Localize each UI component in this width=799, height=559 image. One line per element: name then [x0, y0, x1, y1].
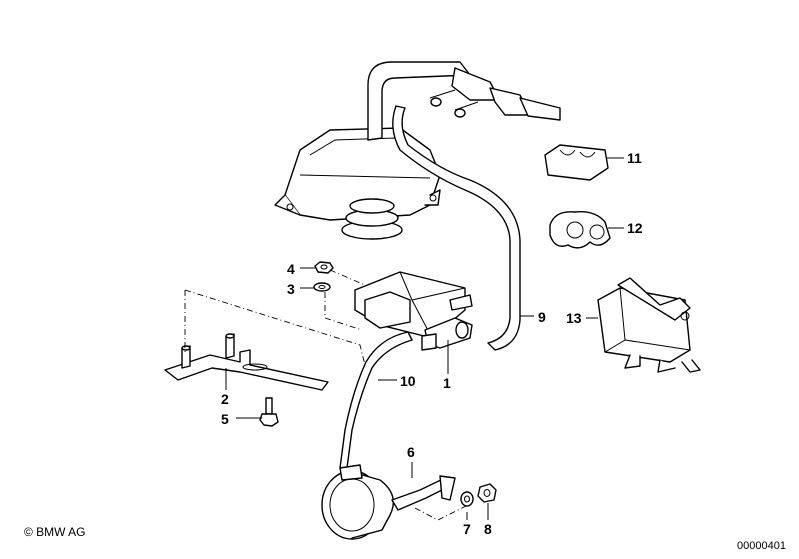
clip-11	[544, 144, 609, 181]
callout-3: 3	[287, 281, 295, 297]
washer-7	[460, 491, 474, 507]
housing-assembly	[274, 127, 441, 240]
callout-4: 4	[287, 261, 295, 277]
valve-1	[354, 271, 473, 351]
callout-6: 6	[407, 444, 415, 460]
microswitch-13	[597, 277, 701, 373]
callout-8: 8	[484, 521, 492, 537]
callout-10: 10	[400, 373, 416, 389]
bracket-2	[164, 333, 329, 391]
nut-4	[314, 261, 334, 274]
callout-7: 7	[463, 521, 471, 537]
nut-8	[477, 483, 497, 503]
callout-12: 12	[627, 220, 643, 236]
callout-9: 9	[538, 309, 546, 325]
bolt-5	[259, 397, 279, 427]
callout-5: 5	[221, 411, 229, 427]
hose-9	[392, 105, 521, 351]
hose-10	[339, 331, 413, 469]
leader-lines	[225, 157, 624, 520]
alignment-lines	[184, 269, 469, 521]
copyright-text: © BMW AG	[24, 525, 86, 539]
clip-12	[549, 211, 611, 249]
diagram-id: 00000401	[737, 540, 786, 552]
callout-11: 11	[627, 150, 642, 166]
vacuum-unit-6	[321, 464, 456, 540]
callout-2: 2	[221, 391, 229, 407]
intake-pipe	[367, 61, 561, 141]
callout-1: 1	[443, 375, 451, 391]
washer-3	[313, 282, 331, 292]
callout-13: 13	[566, 310, 582, 326]
